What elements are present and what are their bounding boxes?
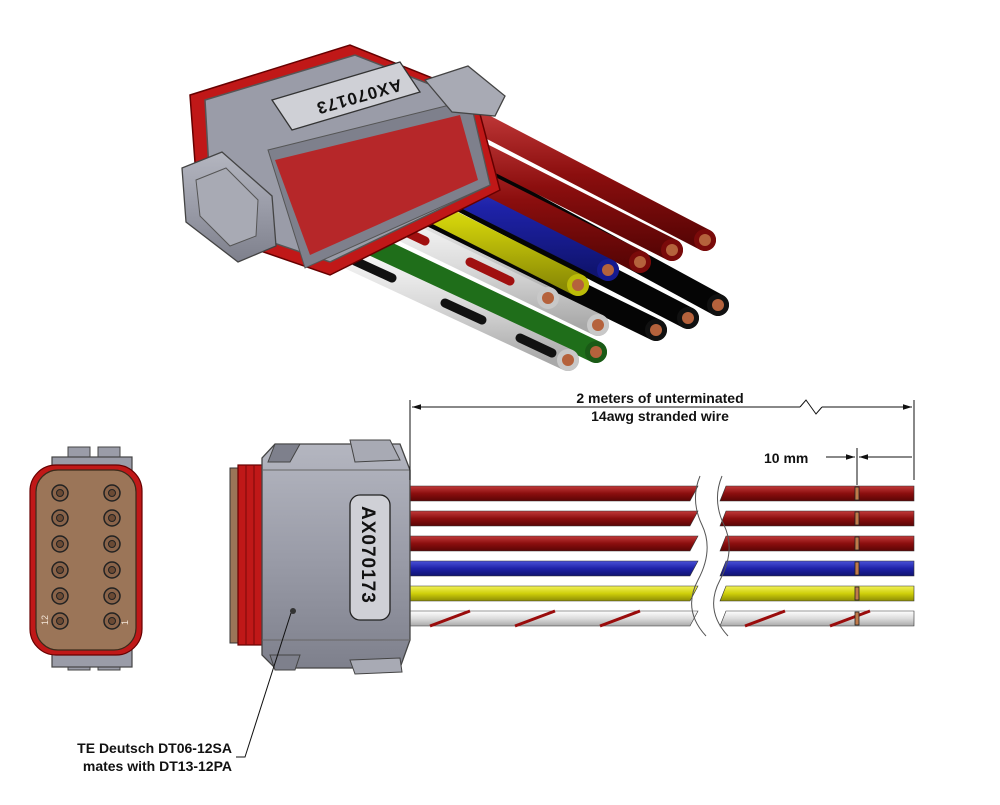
connector-leader: [236, 612, 292, 758]
strip-length-label: 10 mm: [764, 450, 808, 466]
pin-label-first: 1: [120, 620, 130, 625]
side-part-number: AX070173: [357, 506, 378, 604]
length-dimension: [409, 399, 915, 480]
iso-wire-ends: [537, 229, 729, 371]
side-view: AX070173: [229, 439, 915, 675]
pin-cavities: [51, 484, 121, 630]
isometric-view: AX070173: [181, 44, 729, 371]
connector-label-line2: mates with DT13-12PA: [83, 758, 232, 774]
connector-label-line1: TE Deutsch DT06-12SA: [77, 740, 232, 756]
strip-dimension: [826, 448, 912, 485]
pin-label-last: 12: [40, 615, 50, 625]
side-connector-housing: AX070173: [229, 439, 411, 675]
wire-length-label-line2: 14awg stranded wire: [591, 408, 729, 424]
end-view: 12 1: [29, 446, 143, 671]
wire-length-label-line1: 2 meters of unterminated: [576, 390, 743, 406]
iso-connector-housing: AX070173: [181, 44, 506, 276]
side-wires: [409, 475, 915, 637]
